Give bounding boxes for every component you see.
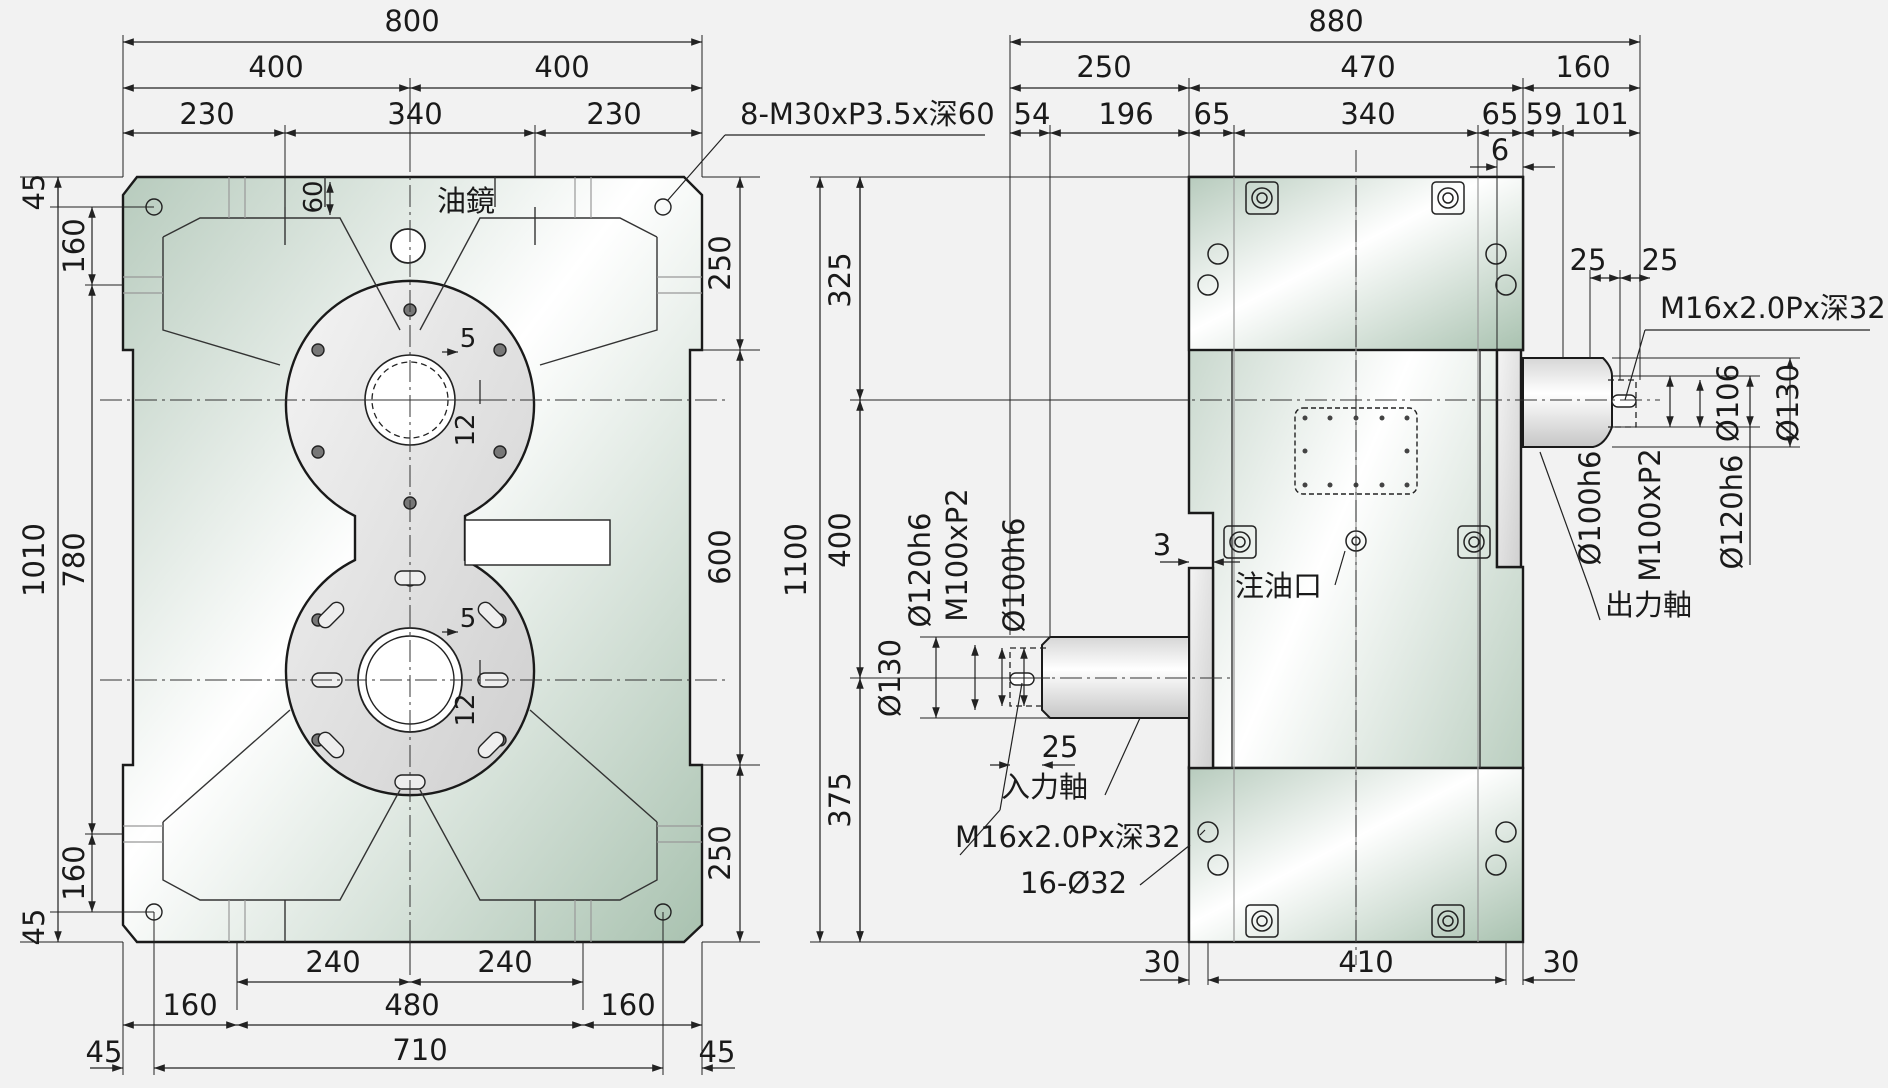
side-dimension-lines <box>816 38 1870 984</box>
front-extension-lines <box>20 35 760 1075</box>
dim-side-101: 101 <box>1573 97 1628 131</box>
dim-front-780: 780 <box>57 532 91 587</box>
dim-input-25: 25 <box>1042 730 1079 764</box>
dim-front-400-left: 400 <box>248 50 303 84</box>
dim-side-1100: 1100 <box>779 523 813 597</box>
side-inner-lines <box>1231 177 1481 942</box>
dim-side-196: 196 <box>1098 97 1153 131</box>
dim-side-65-right: 65 <box>1482 97 1519 131</box>
side-inspection-screws <box>1302 415 1410 488</box>
dim-side-30-right: 30 <box>1543 945 1580 979</box>
dim-front-230-left: 230 <box>179 97 234 131</box>
dim-front-160-br: 160 <box>600 988 655 1022</box>
dim-front-400-right: 400 <box>534 50 589 84</box>
front-centerlines <box>100 150 730 965</box>
dim-output-d130: Ø130 <box>1771 364 1805 442</box>
dim-front-45-top: 45 <box>17 174 51 211</box>
dim-side-65-left: 65 <box>1194 97 1231 131</box>
dim-input-d120h6: Ø120h6 <box>903 512 937 627</box>
dim-front-800: 800 <box>384 4 439 38</box>
front-dimension-texts: 800 400 400 230 340 230 8-M30xP3.5x深60 油… <box>17 4 995 1069</box>
front-key-slot <box>464 519 611 566</box>
output-thread-note: M16x2.0Px深32 <box>1660 291 1886 325</box>
dim-input-m100: M100xP2 <box>940 488 974 621</box>
dim-side-325: 325 <box>823 252 857 307</box>
dim-side-25-b: 25 <box>1642 243 1679 277</box>
dim-side-410: 410 <box>1338 945 1393 979</box>
dim-front-12-upper: 12 <box>451 413 481 446</box>
dim-input-d100h6: Ø100h6 <box>997 517 1031 632</box>
oil-sight-glass <box>390 228 426 264</box>
dim-output-d100h6: Ø100h6 <box>1573 450 1607 565</box>
front-view: 800 400 400 230 340 230 8-M30xP3.5x深60 油… <box>17 4 995 1075</box>
output-shaft <box>1495 348 1637 569</box>
front-thread-note: 8-M30xP3.5x深60 <box>740 97 995 131</box>
dim-side-400: 400 <box>823 512 857 567</box>
dim-front-60: 60 <box>299 180 329 213</box>
dim-front-340: 340 <box>387 97 442 131</box>
dim-side-880: 880 <box>1308 4 1363 38</box>
dim-side-375: 375 <box>823 772 857 827</box>
dim-output-m100: M100xP2 <box>1633 448 1667 581</box>
dim-front-250-bottom: 250 <box>703 825 737 880</box>
dim-front-45-bottom: 45 <box>17 909 51 946</box>
dim-side-6: 6 <box>1491 133 1509 167</box>
dim-side-340: 340 <box>1340 97 1395 131</box>
output-shaft-label: 出力軸 <box>1605 588 1692 622</box>
dim-input-3: 3 <box>1153 528 1171 562</box>
dim-front-5-upper: 5 <box>460 324 477 354</box>
oil-inlet-label: 注油口 <box>1235 569 1322 603</box>
dim-side-25-a: 25 <box>1570 243 1607 277</box>
dim-front-1010: 1010 <box>17 523 51 597</box>
dim-input-d130: Ø130 <box>873 639 907 717</box>
side-bolts <box>1197 181 1517 938</box>
dim-side-250: 250 <box>1076 50 1131 84</box>
dim-front-480: 480 <box>384 988 439 1022</box>
dim-front-160-bl: 160 <box>162 988 217 1022</box>
dim-front-240-left: 240 <box>305 945 360 979</box>
input-holes-note: 16-Ø32 <box>1020 866 1127 900</box>
dim-side-30-left: 30 <box>1144 945 1181 979</box>
input-thread-note: M16x2.0Px深32 <box>955 820 1181 854</box>
dim-front-45-br: 45 <box>699 1035 736 1069</box>
side-view: 880 250 470 160 54 196 65 340 65 59 101 … <box>779 4 1886 985</box>
dim-side-160: 160 <box>1555 50 1610 84</box>
dim-front-710: 710 <box>392 1033 447 1067</box>
dim-front-160-top: 160 <box>57 218 91 273</box>
side-dimension-texts: 880 250 470 160 54 196 65 340 65 59 101 … <box>779 4 1886 979</box>
oil-sight-label: 油鏡 <box>437 184 495 218</box>
front-dimension-lines <box>54 38 985 1072</box>
dim-front-240-right: 240 <box>477 945 532 979</box>
dim-side-59: 59 <box>1526 97 1563 131</box>
dim-front-5-lower: 5 <box>460 604 477 634</box>
input-shaft <box>1009 566 1215 770</box>
dim-front-250-top: 250 <box>703 235 737 290</box>
dim-side-470: 470 <box>1340 50 1395 84</box>
dim-front-45-bl: 45 <box>86 1035 123 1069</box>
dim-front-160-bottom: 160 <box>57 845 91 900</box>
input-shaft-label: 入力軸 <box>1001 770 1088 804</box>
dim-output-d106: Ø106 <box>1711 364 1745 442</box>
dim-output-d120h6: Ø120h6 <box>1715 454 1749 569</box>
front-ribs <box>123 177 702 942</box>
dim-side-54: 54 <box>1014 97 1051 131</box>
dim-front-12-lower: 12 <box>451 693 481 726</box>
dim-front-230-right: 230 <box>586 97 641 131</box>
dim-front-600: 600 <box>703 529 737 584</box>
